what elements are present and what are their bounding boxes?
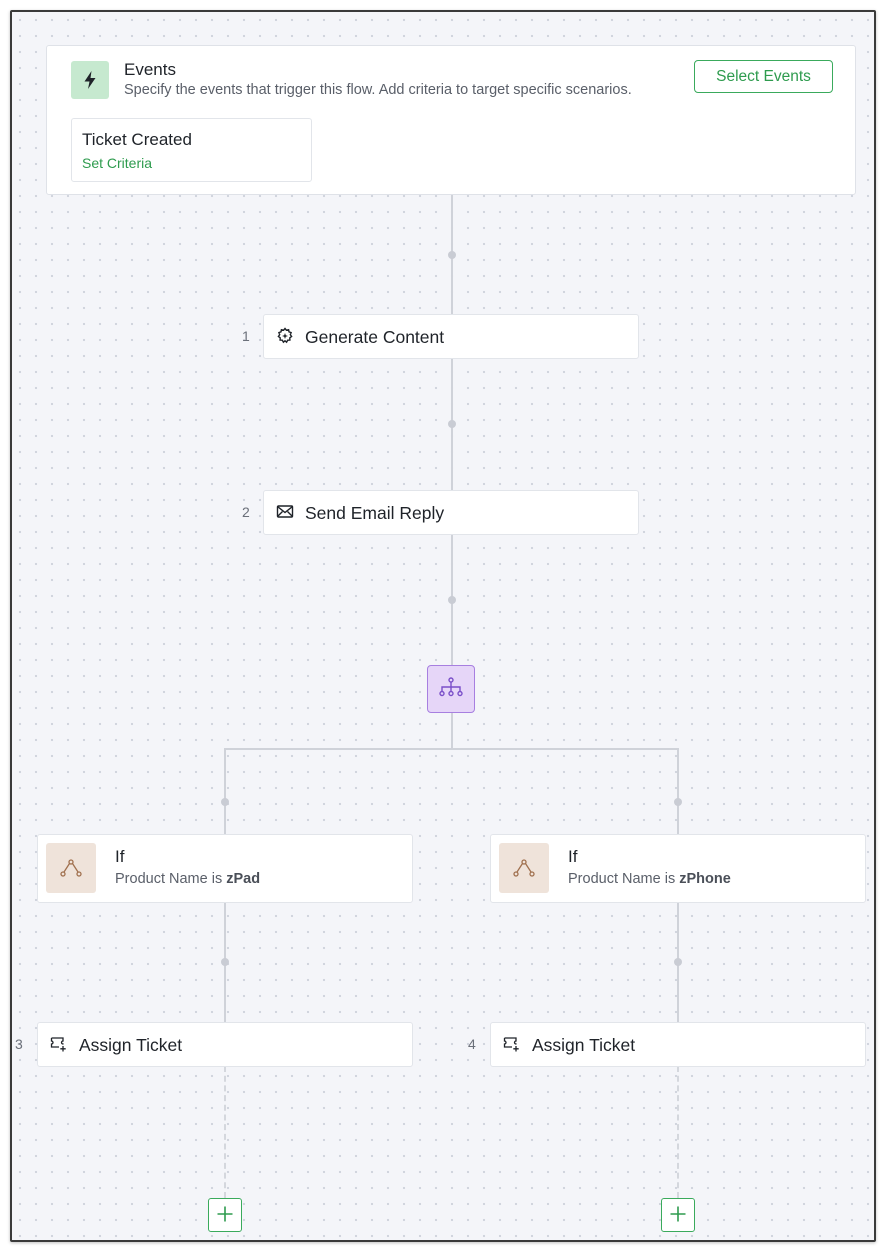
branch-node[interactable] xyxy=(427,665,475,713)
flow-canvas[interactable]: Events Specify the events that trigger t… xyxy=(10,10,876,1242)
assign-ticket-icon xyxy=(50,1035,68,1053)
email-reply-icon xyxy=(276,503,294,521)
connector-dot xyxy=(448,420,456,428)
events-card: Events Specify the events that trigger t… xyxy=(46,45,856,195)
add-step-button-right[interactable] xyxy=(661,1198,695,1232)
trigger-event-title: Ticket Created xyxy=(82,130,192,149)
step-card-generate-content[interactable]: Generate Content xyxy=(263,314,639,359)
branch-hierarchy-icon xyxy=(439,676,463,702)
ai-sparkle-gear-icon xyxy=(276,327,294,345)
condition-card-left[interactable]: If Product Name is zPad xyxy=(37,834,413,903)
condition-expression: Product Name is zPad xyxy=(115,871,260,887)
step-label: Send Email Reply xyxy=(305,503,445,523)
plus-icon xyxy=(669,1205,687,1226)
events-title: Events xyxy=(124,60,176,79)
connector-dot xyxy=(448,596,456,604)
condition-field: Product Name xyxy=(115,871,208,887)
connector-line xyxy=(451,713,453,749)
step-card-send-email-reply[interactable]: Send Email Reply xyxy=(263,490,639,535)
connector-dot xyxy=(448,251,456,259)
step-label: Assign Ticket xyxy=(79,1035,183,1055)
condition-operator: is xyxy=(664,871,676,887)
connector-dot xyxy=(674,798,682,806)
condition-title: If xyxy=(115,847,125,866)
condition-icon xyxy=(499,843,549,893)
step-number: 4 xyxy=(468,1036,476,1052)
step-label: Generate Content xyxy=(305,327,445,347)
set-criteria-link[interactable]: Set Criteria xyxy=(82,155,153,171)
condition-icon xyxy=(46,843,96,893)
lightning-icon xyxy=(71,61,109,99)
events-description: Specify the events that trigger this flo… xyxy=(124,82,632,98)
connector-dashed-line xyxy=(677,1066,679,1198)
plus-icon xyxy=(216,1205,234,1226)
assign-ticket-icon xyxy=(503,1035,521,1053)
condition-operator: is xyxy=(211,871,223,887)
step-number: 3 xyxy=(15,1036,23,1052)
condition-value: zPad xyxy=(226,871,261,887)
condition-value: zPhone xyxy=(679,871,731,887)
step-label: Assign Ticket xyxy=(532,1035,636,1055)
connector-line xyxy=(224,748,226,834)
condition-title: If xyxy=(568,847,578,866)
condition-field: Product Name xyxy=(568,871,661,887)
connector-line xyxy=(677,748,679,834)
branch-connector xyxy=(224,748,679,750)
condition-card-right[interactable]: If Product Name is zPhone xyxy=(490,834,866,903)
connector-dot xyxy=(221,958,229,966)
connector-dot xyxy=(674,958,682,966)
step-number: 2 xyxy=(242,504,250,520)
step-card-assign-ticket-right[interactable]: Assign Ticket xyxy=(490,1022,866,1067)
select-events-button[interactable]: Select Events xyxy=(694,60,833,93)
connector-dot xyxy=(221,798,229,806)
step-card-assign-ticket-left[interactable]: Assign Ticket xyxy=(37,1022,413,1067)
add-step-button-left[interactable] xyxy=(208,1198,242,1232)
trigger-event-card[interactable]: Ticket Created Set Criteria xyxy=(71,118,312,182)
connector-dashed-line xyxy=(224,1066,226,1198)
step-number: 1 xyxy=(242,328,250,344)
condition-expression: Product Name is zPhone xyxy=(568,871,731,887)
